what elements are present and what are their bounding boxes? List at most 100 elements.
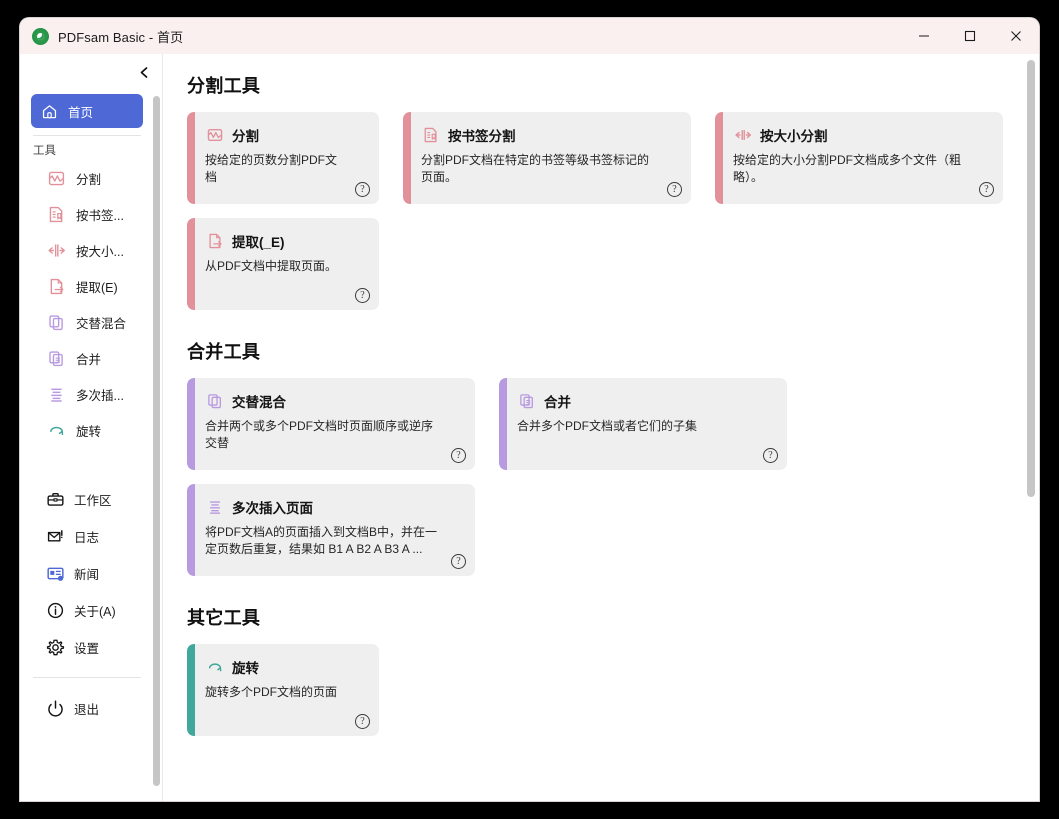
- card-description: 合并多个PDF文档或者它们的子集: [517, 419, 698, 433]
- rotate-icon: [205, 658, 224, 677]
- card-head: 提取(_E): [205, 231, 365, 251]
- card-description: 按给定的大小分割PDF文档成多个文件（粗略）。: [733, 153, 962, 184]
- sidebar-item-label: 提取(E): [76, 281, 118, 295]
- tool-card-alternate-mix[interactable]: 交替混合 合并两个或多个PDF文档时页面顺序或逆序交替 ?: [187, 378, 475, 470]
- tool-card-split[interactable]: 分割 按给定的页数分割PDF文档 ?: [187, 112, 379, 204]
- sidebar-item-label: 多次插...: [76, 389, 124, 403]
- rotate-icon: [45, 421, 67, 441]
- tool-card-extract[interactable]: 提取(_E) 从PDF文档中提取页面。 ?: [187, 218, 379, 310]
- card-head: 多次插入页面: [205, 497, 461, 517]
- sidebar-item-extract[interactable]: 提取(E): [37, 269, 143, 304]
- card-description: 分割PDF文档在特定的书签等级书签标记的页面。: [421, 153, 650, 184]
- help-icon[interactable]: ?: [355, 714, 370, 729]
- sidebar-item-label: 按大小...: [76, 245, 124, 259]
- main-scrollbar[interactable]: [1027, 60, 1035, 497]
- card-title: 按大小分割: [760, 129, 828, 144]
- sidebar-divider-top: [33, 135, 141, 136]
- alternate-mix-icon: [205, 392, 224, 411]
- settings-icon: [45, 637, 65, 657]
- window-title: PDFsam Basic - 首页: [58, 29, 184, 45]
- card-title: 交替混合: [232, 395, 286, 410]
- section-title-split: 分割工具: [187, 76, 261, 96]
- card-title: 多次插入页面: [232, 501, 313, 516]
- sidebar-item-label: 关于(A): [74, 604, 116, 619]
- sidebar-item-merge[interactable]: 合并: [37, 341, 143, 376]
- card-title: 按书签分割: [448, 129, 516, 144]
- card-head: 旋转: [205, 657, 365, 677]
- sidebar-item-label: 退出: [74, 702, 100, 717]
- split-by-bookmark-icon: [45, 205, 67, 225]
- sidebar-item-label: 日志: [74, 530, 100, 545]
- card-row: 提取(_E) 从PDF文档中提取页面。 ?: [187, 218, 1039, 310]
- sidebar-collapse-row: [20, 54, 162, 90]
- card-head: 分割: [205, 125, 365, 145]
- help-icon[interactable]: ?: [355, 182, 370, 197]
- sidebar-item-label: 按书签...: [76, 209, 124, 223]
- sidebar-scroll-area: 首页 工具 分割: [20, 90, 162, 801]
- sidebar-item-split[interactable]: 分割: [37, 161, 143, 196]
- sidebar-item-about[interactable]: 关于(A): [37, 592, 143, 628]
- card-title: 分割: [232, 129, 259, 144]
- split-by-bookmark-icon: [421, 126, 440, 145]
- section-title-other: 其它工具: [187, 608, 261, 628]
- sidebar-item-log[interactable]: 日志: [37, 518, 143, 554]
- main-content: 分割工具 分割 按给定的页数分割PDF文档 ?: [163, 54, 1039, 801]
- sidebar-divider-mid: [33, 466, 141, 467]
- sidebar-item-label: 工作区: [74, 493, 112, 508]
- window-controls: [901, 18, 1039, 54]
- repeated-insert-icon: [205, 498, 224, 517]
- window-body: 首页 工具 分割: [20, 54, 1039, 801]
- app-window: PDFsam Basic - 首页: [20, 18, 1039, 801]
- card-head: 按大小分割: [733, 125, 989, 145]
- card-head: 合并: [517, 391, 773, 411]
- tool-card-repeated-insert[interactable]: 多次插入页面 将PDF文档A的页面插入到文档B中，并在一定页数后重复，结果如 B…: [187, 484, 475, 576]
- card-title: 旋转: [232, 661, 259, 676]
- sidebar-item-label: 交替混合: [76, 317, 127, 331]
- minimize-icon[interactable]: [901, 18, 947, 54]
- sidebar-item-rotate[interactable]: 旋转: [37, 413, 143, 448]
- sidebar-item-split-by-size[interactable]: 按大小...: [37, 233, 143, 268]
- sidebar-item-home[interactable]: 首页: [31, 94, 143, 128]
- split-by-size-icon: [733, 126, 752, 145]
- sidebar-item-repeated-insert[interactable]: 多次插...: [37, 377, 143, 412]
- pdfsam-logo-icon: [32, 27, 49, 45]
- chevron-left-icon[interactable]: [132, 60, 156, 84]
- sidebar-item-alternate-mix[interactable]: 交替混合: [37, 305, 143, 340]
- tool-card-merge[interactable]: 合并 合并多个PDF文档或者它们的子集 ?: [499, 378, 787, 470]
- sidebar-item-label: 旋转: [76, 425, 102, 439]
- sidebar-item-label: 设置: [74, 641, 100, 656]
- card-description: 从PDF文档中提取页面。: [205, 259, 338, 273]
- title-bar: PDFsam Basic - 首页: [20, 18, 1039, 54]
- help-icon[interactable]: ?: [451, 448, 466, 463]
- home-icon: [39, 101, 59, 121]
- sidebar-scrollbar[interactable]: [153, 96, 160, 786]
- card-description: 按给定的页数分割PDF文档: [205, 153, 338, 184]
- tool-card-rotate[interactable]: 旋转 旋转多个PDF文档的页面 ?: [187, 644, 379, 736]
- sidebar-item-label: 分割: [76, 173, 102, 187]
- card-row: 交替混合 合并两个或多个PDF文档时页面顺序或逆序交替 ?: [187, 378, 1039, 470]
- sidebar-item-settings[interactable]: 设置: [37, 629, 143, 665]
- card-description: 旋转多个PDF文档的页面: [205, 685, 338, 699]
- help-icon[interactable]: ?: [979, 182, 994, 197]
- sidebar-item-label: 新闻: [74, 567, 100, 582]
- card-title: 提取(_E): [232, 235, 285, 250]
- repeated-insert-icon: [45, 385, 67, 405]
- sidebar: 首页 工具 分割: [20, 54, 163, 801]
- sidebar-item-split-by-bookmark[interactable]: 按书签...: [37, 197, 143, 232]
- merge-icon: [45, 349, 67, 369]
- card-row: 多次插入页面 将PDF文档A的页面插入到文档B中，并在一定页数后重复，结果如 B…: [187, 484, 1039, 576]
- help-icon[interactable]: ?: [667, 182, 682, 197]
- help-icon[interactable]: ?: [763, 448, 778, 463]
- tool-card-split-by-bookmark[interactable]: 按书签分割 分割PDF文档在特定的书签等级书签标记的页面。 ?: [403, 112, 691, 204]
- sidebar-item-workspace[interactable]: 工作区: [37, 481, 143, 517]
- maximize-icon[interactable]: [947, 18, 993, 54]
- help-icon[interactable]: ?: [451, 554, 466, 569]
- log-icon: [45, 526, 65, 546]
- sidebar-item-quit[interactable]: 退出: [37, 690, 143, 726]
- close-icon[interactable]: [993, 18, 1039, 54]
- section-title-merge: 合并工具: [187, 342, 261, 362]
- help-icon[interactable]: ?: [355, 288, 370, 303]
- card-title: 合并: [544, 395, 571, 410]
- sidebar-item-news[interactable]: 新闻: [37, 555, 143, 591]
- tool-card-split-by-size[interactable]: 按大小分割 按给定的大小分割PDF文档成多个文件（粗略）。 ?: [715, 112, 1003, 204]
